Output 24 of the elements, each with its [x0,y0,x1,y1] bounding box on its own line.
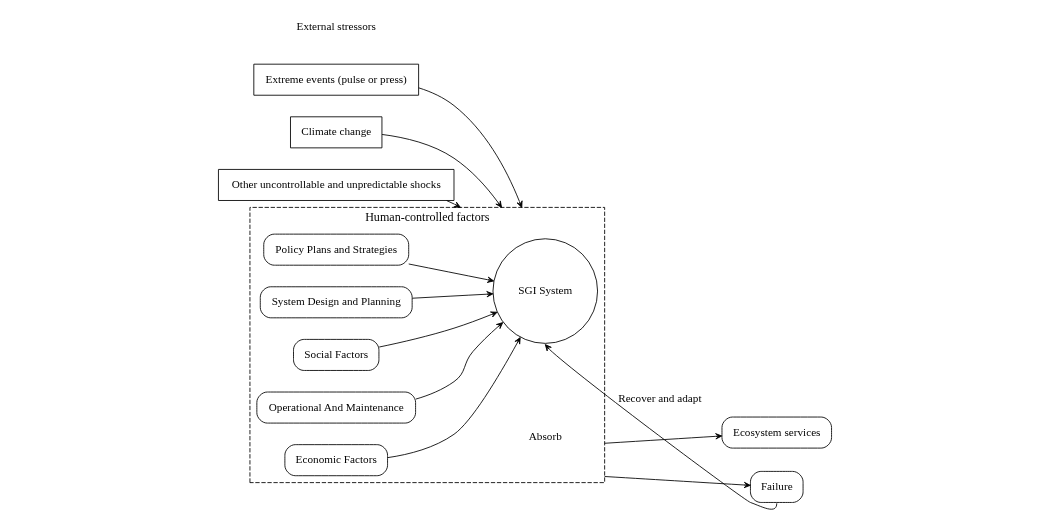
node-box: Economic Factors [284,444,388,477]
node-box: Other uncontrollable and unpredictable shocks [218,169,455,201]
arrow [415,322,504,400]
arrow [604,433,723,444]
node-box: Operational And Maintenance [256,391,416,424]
arrow [604,476,751,489]
node-box: Ecosystem services [721,416,832,449]
node-box: Climate change [290,116,383,149]
arrow [381,134,502,208]
edge-label: Absorb [528,429,562,442]
node-box: Policy Plans and Strategies [263,233,410,266]
node-box: Social Factors [293,338,380,371]
node-box: Extreme events (pulse or press) [253,63,420,96]
label: External stressors [296,20,376,33]
arrow [544,344,778,510]
arrow [418,87,523,208]
arrow [387,337,521,459]
arrow [408,263,495,283]
arrow [446,200,461,208]
node-box: System Design and Planning [259,286,413,319]
arrow [411,291,494,299]
arrow [378,311,498,348]
node-box: Failure [750,470,804,503]
edge-label: Recover and adapt [618,391,702,404]
